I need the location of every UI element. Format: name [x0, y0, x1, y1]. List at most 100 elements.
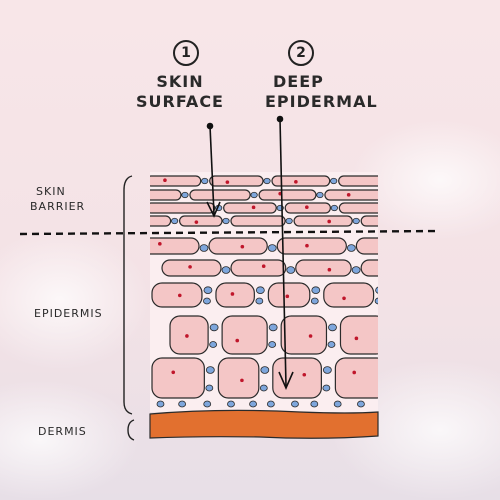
- skin-cell: [323, 282, 375, 308]
- water-droplet: [171, 217, 179, 225]
- water-droplet: [249, 400, 257, 408]
- skin-barrier-line1: SKIN: [36, 185, 66, 198]
- water-droplet: [203, 400, 212, 408]
- skin-cell: [221, 315, 268, 355]
- skin-cell: [230, 259, 287, 277]
- water-droplet: [285, 217, 293, 225]
- cell-nucleus: [185, 334, 189, 338]
- water-droplet: [357, 400, 365, 408]
- skin-cell: [355, 237, 378, 255]
- water-droplet: [328, 323, 337, 332]
- water-droplet: [205, 384, 214, 392]
- dermis-bracket: [127, 419, 135, 441]
- skin-cell: [208, 237, 268, 255]
- callout-label-skin-surface: SKIN SURFACE: [125, 72, 235, 112]
- cell-nucleus: [302, 372, 307, 377]
- cell-nucleus: [294, 180, 298, 184]
- skin-cell: [217, 357, 260, 399]
- water-droplet: [263, 177, 271, 185]
- skin-cell: [272, 357, 322, 399]
- cell-nucleus: [230, 292, 235, 296]
- skin-cell: [161, 259, 222, 277]
- water-droplet: [209, 323, 219, 332]
- skin-cell: [360, 259, 378, 277]
- water-droplet: [352, 217, 360, 225]
- water-droplet: [333, 400, 342, 408]
- callout-2-line1: DEEP: [273, 72, 324, 91]
- water-droplet: [346, 244, 356, 252]
- cell-nucleus: [346, 193, 351, 197]
- cell-nucleus: [305, 205, 309, 209]
- skin-cell: [334, 357, 378, 399]
- water-droplet: [330, 177, 338, 185]
- skin-cell: [179, 215, 223, 227]
- cell-nucleus: [305, 243, 309, 248]
- skin-cell: [150, 189, 182, 201]
- cell-nucleus: [171, 370, 176, 375]
- cell-nucleus: [235, 338, 240, 343]
- water-droplet: [351, 266, 361, 274]
- layer-label-epidermis: EPIDERMIS: [34, 307, 103, 320]
- cell-nucleus: [327, 219, 331, 224]
- water-droplet: [250, 191, 258, 199]
- cell-nucleus: [251, 205, 256, 210]
- skin-cell: [150, 215, 172, 227]
- water-droplet: [260, 366, 270, 374]
- water-droplet: [375, 286, 378, 294]
- skin-cell: [258, 189, 317, 201]
- skin-cell: [338, 175, 378, 187]
- water-droplet: [268, 323, 278, 332]
- water-droplet: [222, 217, 230, 225]
- skin-cell: [169, 315, 209, 355]
- cell-nucleus: [261, 264, 266, 269]
- skin-cell: [223, 202, 277, 214]
- skin-cell: [267, 282, 311, 308]
- water-droplet: [268, 341, 277, 348]
- cell-nucleus: [177, 293, 182, 298]
- skin-cell: [338, 202, 378, 214]
- skin-cell: [360, 215, 378, 227]
- dermis-band: [149, 409, 379, 439]
- barrier-dashed-line: [19, 229, 441, 236]
- skin-cell: [293, 215, 353, 227]
- water-droplet: [205, 366, 215, 374]
- water-droplet: [203, 297, 211, 305]
- callout-1-line2: SURFACE: [136, 92, 224, 111]
- layer-label-skin-barrier: SKIN BARRIER: [30, 184, 85, 214]
- layer-label-dermis: DERMIS: [38, 425, 87, 438]
- cell-nucleus: [225, 180, 230, 184]
- water-droplet: [316, 191, 324, 199]
- water-droplet: [181, 191, 189, 199]
- skin-cell: [150, 175, 202, 187]
- skin-cell: [276, 237, 347, 255]
- water-droplet: [209, 341, 218, 348]
- cloud-backdrop: [0, 120, 500, 500]
- water-droplet: [266, 400, 275, 408]
- skin-cell: [280, 315, 328, 355]
- skin-cell: [271, 175, 331, 187]
- water-droplet: [201, 177, 209, 185]
- skin-cell: [150, 202, 216, 214]
- cell-nucleus: [285, 294, 290, 299]
- water-droplet: [255, 286, 265, 295]
- water-droplet: [311, 286, 321, 295]
- callout-1-line1: SKIN: [156, 72, 204, 91]
- epidermis-bracket: [123, 175, 133, 415]
- skin-cell: [339, 315, 378, 355]
- skin-cell: [324, 189, 378, 201]
- cell-nucleus: [308, 334, 313, 338]
- water-droplet: [199, 244, 209, 252]
- cell-nucleus: [163, 178, 167, 183]
- water-droplet: [327, 341, 336, 348]
- arrow-deep-epidermal: [276, 115, 294, 390]
- cell-nucleus: [158, 242, 162, 246]
- water-droplet: [374, 297, 378, 305]
- cell-nucleus: [240, 378, 244, 383]
- skin-cell: [151, 282, 203, 308]
- skin-cell: [150, 237, 200, 255]
- water-droplet: [286, 266, 296, 274]
- skin-cell: [215, 282, 255, 308]
- water-droplet: [322, 384, 331, 392]
- cells: [150, 175, 378, 399]
